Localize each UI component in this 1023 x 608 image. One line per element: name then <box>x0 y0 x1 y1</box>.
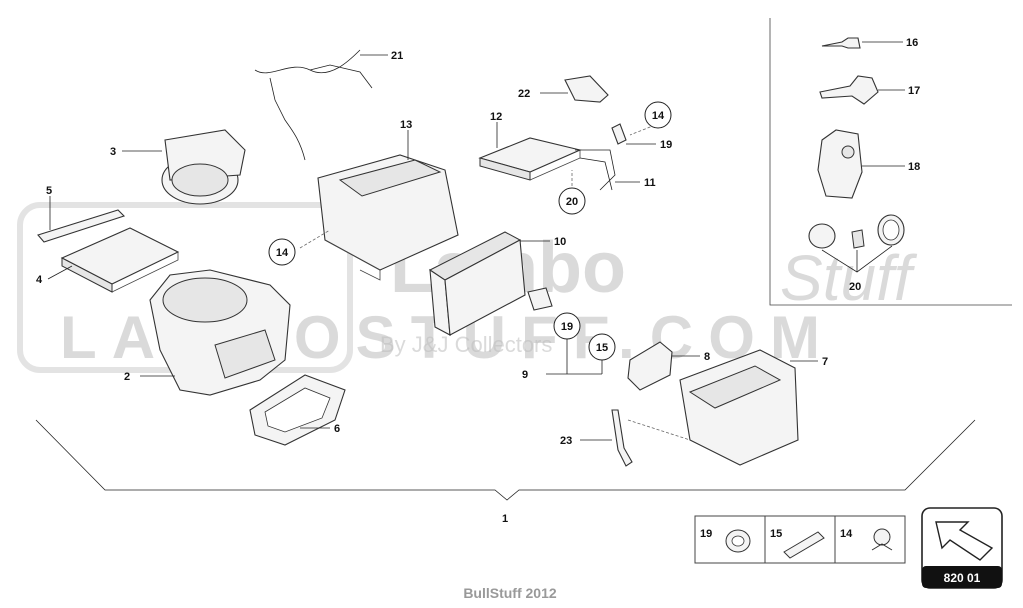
callout-4: 4 <box>36 274 43 286</box>
callout-2: 2 <box>124 371 130 383</box>
part-12-heater-core <box>478 122 582 181</box>
watermark-line1b: Stuff <box>780 242 918 314</box>
part-16-sensor <box>821 37 903 49</box>
footer-copyright: BullStuff 2012 <box>463 585 557 601</box>
callout-12: 12 <box>490 111 502 123</box>
part-10-evaporator <box>429 231 550 336</box>
callout-9: 9 <box>522 369 528 381</box>
part-11-pipes <box>575 149 640 191</box>
circle-callout-20a: 20 <box>566 196 578 208</box>
reference-number: 820 01 <box>944 571 981 585</box>
circle-callout-19a: 19 <box>561 321 573 333</box>
part-23-sensor <box>580 409 691 467</box>
part-2-blower-housing <box>140 269 291 396</box>
arrow-icon <box>935 521 994 561</box>
callout-23: 23 <box>560 435 572 447</box>
part-19-clip <box>611 123 656 145</box>
callout-6: 6 <box>334 423 340 435</box>
callout-16: 16 <box>906 37 918 49</box>
callout-1: 1 <box>502 513 508 525</box>
part-3-blower-motor <box>122 129 246 205</box>
part-7-distribution-housing <box>679 349 818 466</box>
callout-5: 5 <box>46 185 52 197</box>
reference-badge: 820 01 <box>921 507 1003 589</box>
part-20-seals <box>808 214 905 273</box>
callout-18: 18 <box>908 161 920 173</box>
part-5-filter-strip <box>37 196 126 243</box>
part-9-block <box>527 287 553 311</box>
callout-22: 22 <box>518 88 530 100</box>
part-18-actuator <box>817 129 905 199</box>
circle-callout-14a: 14 <box>276 247 289 259</box>
connector-14a <box>299 229 331 249</box>
callout-8: 8 <box>704 351 710 363</box>
callout-11: 11 <box>644 177 656 189</box>
connector-14b <box>629 124 656 136</box>
callout-3: 3 <box>110 146 116 158</box>
part-8-flap <box>627 341 700 391</box>
watermark-line3: By J&J Collectors <box>380 332 552 357</box>
legend-14: 14 <box>840 528 853 540</box>
callout-21: 21 <box>391 50 403 62</box>
callout-20b: 20 <box>849 281 861 293</box>
callout-17: 17 <box>908 85 920 97</box>
part-4-pollen-filter <box>47 227 180 293</box>
callouts: 1 2 3 4 5 6 7 8 9 10 11 12 13 16 17 18 1… <box>36 37 920 525</box>
part-21-wiring-harness <box>254 49 388 161</box>
assembly-bracket <box>35 419 976 501</box>
circled-callouts: 14 14 20 19 15 <box>268 101 672 361</box>
legend-19: 19 <box>700 528 712 540</box>
part-13-heater-box <box>317 130 459 281</box>
callout-19b: 19 <box>660 139 672 151</box>
hardware-legend: 19 15 14 <box>694 515 906 564</box>
circle-callout-15: 15 <box>596 342 608 354</box>
callout-13: 13 <box>400 119 412 131</box>
callout-7: 7 <box>822 356 828 368</box>
part-17-sensor <box>819 75 905 105</box>
part-6-seal-frame <box>249 374 346 446</box>
legend-15: 15 <box>770 528 782 540</box>
bolt-icon <box>783 531 825 559</box>
screw-icon <box>873 528 891 546</box>
subassembly-frame <box>769 18 1012 306</box>
callout-10: 10 <box>554 236 566 248</box>
part-22-bracket <box>540 75 609 103</box>
circle-callout-14b: 14 <box>652 110 665 122</box>
